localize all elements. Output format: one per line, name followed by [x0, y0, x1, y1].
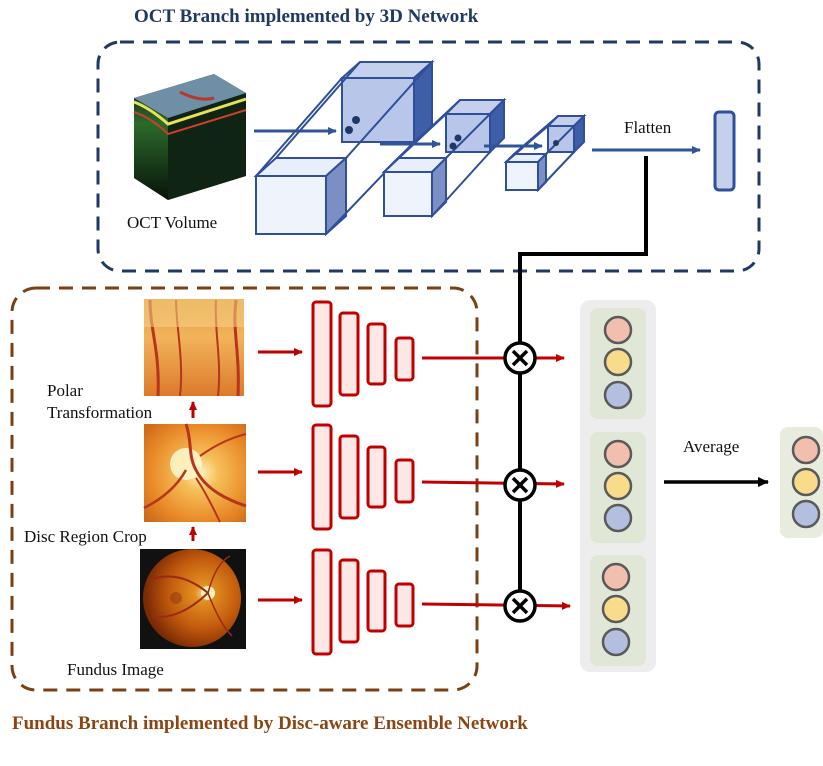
- oct-3d-block-2: [381, 97, 507, 219]
- fundus-branch-frame: [10, 286, 479, 692]
- fused-feature-nodes: [601, 315, 633, 657]
- polar-label-line1: Polar: [47, 381, 83, 400]
- oct-3d-block-3: [503, 113, 587, 193]
- fundus-image-label: Fundus Image: [67, 660, 164, 679]
- oct-volume-icon: [133, 74, 247, 200]
- oct-3d-block-1: [253, 59, 435, 237]
- cnn-stack-1: [311, 300, 415, 408]
- flattened-vector: [713, 110, 736, 192]
- fundus-photo-icon: [140, 299, 247, 649]
- disc-crop-label: Disc Region Crop: [24, 527, 147, 546]
- multiply-circle-icon: [503, 341, 537, 623]
- oct-branch-title: OCT Branch implemented by 3D Network: [134, 6, 479, 27]
- fusion-arrow-2: [421, 479, 565, 488]
- average-label: Average: [683, 437, 740, 456]
- oct-volume-label: OCT Volume: [127, 213, 218, 232]
- fundus-branch-title: Fundus Branch implemented by Disc-aware …: [12, 713, 528, 734]
- oct-branch-frame: [96, 40, 761, 273]
- polar-label-line2: Transformation: [47, 403, 153, 422]
- output-feature-nodes: [791, 435, 821, 529]
- flatten-label: Flatten: [624, 118, 672, 137]
- fusion-arrow-3: [421, 601, 571, 610]
- cnn-stack-3: [311, 548, 415, 656]
- cnn-stack-2: [311, 423, 415, 531]
- oct-feature-line: [518, 156, 648, 606]
